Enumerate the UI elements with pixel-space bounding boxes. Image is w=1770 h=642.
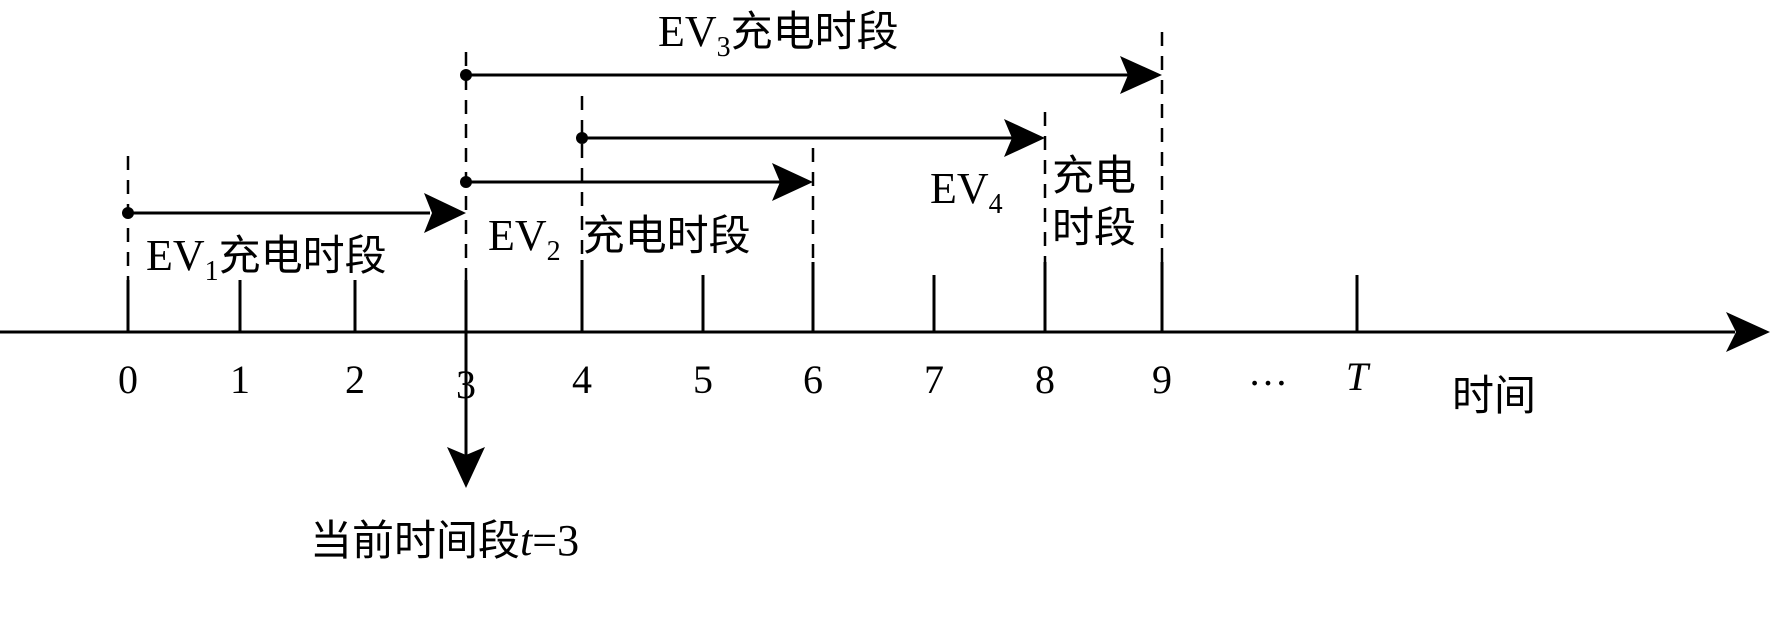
tick-label-T: T: [1346, 354, 1371, 399]
ev4-text-line1: 充电: [1052, 151, 1136, 200]
tick-label-6: 6: [803, 357, 823, 402]
ev1-text: 充电时段: [219, 231, 387, 280]
ev1-charging-arrow: [122, 193, 466, 233]
ellipsis-label: …: [1248, 349, 1288, 394]
tick-label-3: 3: [456, 362, 476, 407]
ev3-prefix: EV: [658, 7, 717, 56]
time-axis: [0, 312, 1770, 352]
ev3-label: EV3充电时段: [658, 7, 899, 63]
ev4-text-line2: 时段: [1052, 203, 1136, 252]
ev4-arrow-head: [1004, 119, 1045, 157]
ev4-prefix: EV: [930, 164, 989, 213]
tick-label-5: 5: [693, 357, 713, 402]
tick-label-1: 1: [230, 357, 250, 402]
ev4-label: EV4: [930, 164, 1003, 220]
ev4-charging-arrow: [576, 119, 1045, 157]
ev2-label: EV2 充电时段: [488, 211, 751, 267]
tick-label-2: 2: [345, 357, 365, 402]
ev4-subscript: 4: [989, 189, 1003, 220]
ev2-text: 充电时段: [583, 211, 751, 260]
tick-label-8: 8: [1035, 357, 1055, 402]
ev3-charging-arrow: [460, 56, 1162, 94]
tick-label-4: 4: [572, 357, 592, 402]
ev3-subscript: 3: [717, 32, 731, 63]
ev3-arrow-head: [1120, 56, 1162, 94]
current-time-arrow-head: [447, 447, 485, 488]
axis-title: 时间: [1452, 371, 1536, 420]
ev2-subscript: 2: [547, 236, 561, 267]
current-time-text: 当前时间段: [310, 516, 520, 565]
dashed-boundaries: [126, 32, 1164, 350]
tick-labels: 0 1 2 3 4 5 6 7 8 9 … T: [118, 349, 1371, 407]
ev2-charging-arrow: [460, 163, 813, 201]
axis-arrow-head: [1726, 312, 1770, 352]
ev3-text: 充电时段: [731, 7, 899, 56]
ev1-prefix: EV: [146, 231, 205, 280]
ev2-prefix: EV: [488, 211, 547, 260]
ev1-arrow-head: [424, 193, 466, 233]
current-time-arrow: [447, 332, 485, 488]
current-time-label: 当前时间段t=3: [310, 516, 579, 565]
tick-label-9: 9: [1152, 357, 1172, 402]
tick-label-0: 0: [118, 357, 138, 402]
ev2-arrow-head: [772, 163, 813, 201]
tick-label-7: 7: [924, 357, 944, 402]
current-time-var: t: [520, 516, 534, 565]
current-time-value: =3: [532, 516, 579, 565]
ev1-label: EV1充电时段: [146, 231, 387, 287]
ev1-subscript: 1: [205, 256, 219, 287]
